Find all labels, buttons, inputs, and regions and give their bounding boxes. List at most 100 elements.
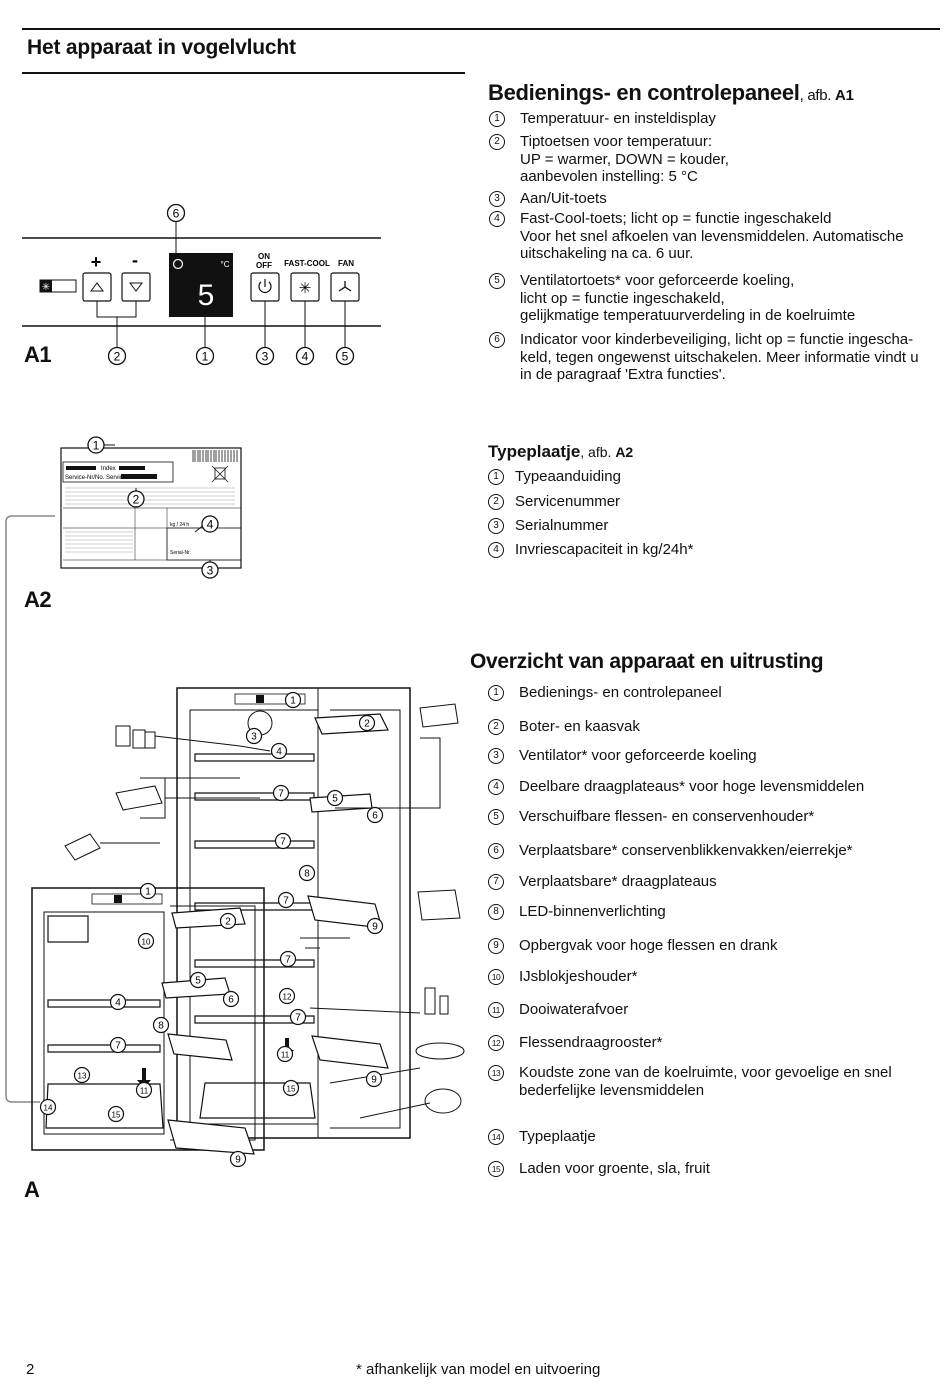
figure-callout: 7 <box>277 891 295 909</box>
list-item-text: Koudste zone van de koelruimte, voor gev… <box>519 1064 892 1099</box>
panel-heading-text: Bedienings- en controlepaneel <box>488 80 800 105</box>
list-item-text: Bedienings- en controlepaneel <box>519 684 722 701</box>
list-item: 4 Invriescapaciteit in kg/24h* <box>488 541 928 559</box>
list-item-text: Deelbare draagplateaus* voor hoge levens… <box>519 778 865 795</box>
list-item: 13 Koudste zone van de koelruimte, voor g… <box>488 1064 928 1099</box>
number-badge: 6 <box>489 332 505 348</box>
typeplate-heading: Typeplaatje, afb. A2 <box>488 442 633 462</box>
number-badge: 1 <box>488 685 504 701</box>
callout-6: 6 <box>166 203 186 223</box>
figure-callout: 6 <box>366 806 384 824</box>
number-badge: 3 <box>488 518 504 534</box>
display-unit: °C <box>221 260 230 269</box>
figure-callout: 4 <box>270 742 288 760</box>
number-badge: 4 <box>489 211 505 227</box>
figure-callout: 11 <box>135 1081 153 1099</box>
number-badge: 13 <box>488 1065 504 1081</box>
figure-callout: 14 <box>39 1098 57 1116</box>
figure-callout-number: 6 <box>372 811 378 822</box>
list-item-text: Dooiwaterafvoer <box>519 1001 629 1018</box>
display-value: 5 <box>198 279 215 312</box>
figure-callout-number: 13 <box>78 1072 87 1081</box>
list-item-text: Laden voor groente, sla, fruit <box>519 1160 710 1177</box>
up-button[interactable] <box>82 272 112 302</box>
number-badge: 1 <box>488 469 504 485</box>
list-item-text: Indicator voor kinderbeveiliging, licht … <box>520 331 919 383</box>
figure-callout-number: 1 <box>290 696 296 707</box>
figure-callout: 15 <box>107 1105 125 1123</box>
callout-3: 3 <box>255 346 275 366</box>
number-badge: 9 <box>488 938 504 954</box>
list-item-text: Flessendraagrooster* <box>519 1034 663 1051</box>
svg-text:4: 4 <box>207 518 214 532</box>
number-badge: 7 <box>488 874 504 890</box>
callout-4: 4 <box>295 346 315 366</box>
svg-text:1: 1 <box>93 439 100 453</box>
figure-callout: 10 <box>137 932 155 950</box>
list-item-text: Ventilatortoets* voor geforceerde koelin… <box>520 272 856 324</box>
list-item-text: Fast-Cool-toets; licht op = functie inge… <box>520 210 904 262</box>
figure-callout: 4 <box>109 993 127 1011</box>
figure-callout: 13 <box>73 1066 91 1084</box>
figure-callout-number: 11 <box>140 1087 149 1096</box>
down-triangle-icon <box>129 282 143 292</box>
figure-callout: 5 <box>326 789 344 807</box>
list-item-text: Temperatuur- en insteldisplay <box>520 110 716 127</box>
figure-callout: 7 <box>289 1008 307 1026</box>
list-item: 4 Fast-Cool-toets; licht op = functie ing… <box>489 210 934 263</box>
figure-callout-number: 7 <box>283 896 289 907</box>
page-title: Het apparaat in vogelvlucht <box>27 36 296 59</box>
figure-callout-number: 7 <box>285 955 291 966</box>
top-rule <box>22 28 940 30</box>
barcode-icon <box>192 450 238 462</box>
figure-callout: 6 <box>222 990 240 1008</box>
list-item-text: Verplaatsbare* conservenblikkenvakken/ei… <box>519 842 853 859</box>
figure-callout: 5 <box>189 971 207 989</box>
list-item-text: Servicenummer <box>515 493 621 510</box>
figure-callout: 7 <box>109 1036 127 1054</box>
figure-callout: 9 <box>365 1070 383 1088</box>
figure-callout: 8 <box>298 864 316 882</box>
power-icon <box>258 279 272 293</box>
list-item: 1 Bedienings- en controlepaneel <box>488 684 928 702</box>
list-item-text: IJsblokjeshouder* <box>519 968 638 985</box>
number-badge: 6 <box>488 843 504 859</box>
typeplate-figure: Index Service-Nr/No. Service kg / 24 h S… <box>60 436 242 579</box>
number-badge: 4 <box>488 542 504 558</box>
figure-callout-number: 8 <box>304 869 310 880</box>
figure-callout-number: 2 <box>225 917 231 928</box>
figure-callout-number: 1 <box>145 887 151 898</box>
number-badge: 2 <box>488 719 504 735</box>
number-badge: 5 <box>488 809 504 825</box>
plate-callout-1: 1 <box>87 436 105 454</box>
figure-callout: 1 <box>284 691 302 709</box>
list-item-text: Invriescapaciteit in kg/24h* <box>515 541 694 558</box>
number-badge: 11 <box>488 1002 504 1018</box>
figure-callout: 9 <box>366 917 384 935</box>
plate-service-label: Service-Nr/No. Service <box>65 475 127 481</box>
plate-serial-label: Serial-Nr. <box>170 550 191 556</box>
figure-callout: 7 <box>274 832 292 850</box>
list-item-text: Typeplaatje <box>519 1128 596 1145</box>
figure-callout: 2 <box>358 714 376 732</box>
svg-text:4: 4 <box>302 350 309 364</box>
figure-callout-number: 7 <box>278 789 284 800</box>
figure-callout-number: 7 <box>115 1041 121 1052</box>
figure-callout-number: 3 <box>251 732 257 743</box>
figure-callout-number: 9 <box>235 1155 241 1166</box>
figure-callout-number: 8 <box>158 1021 164 1032</box>
down-button[interactable] <box>121 272 151 302</box>
figure-label-a: A <box>24 1177 40 1202</box>
list-item-text: Ventilator* voor geforceerde koeling <box>519 747 757 764</box>
child-lock-icon <box>172 258 184 270</box>
overview-heading: Overzicht van apparaat en uitrusting <box>470 650 824 673</box>
callout-2: 2 <box>107 346 127 366</box>
svg-text:5: 5 <box>342 350 349 364</box>
